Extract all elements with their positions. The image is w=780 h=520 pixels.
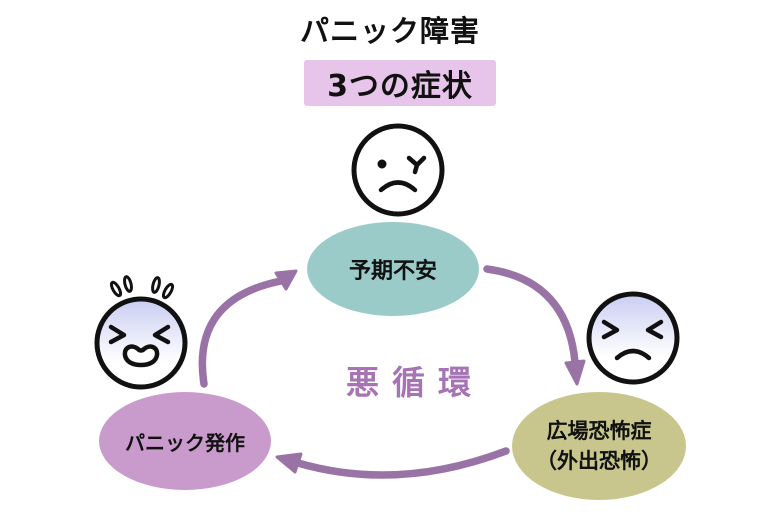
node-agoraphobia: 広場恐怖症 （外出恐怖） [512,392,686,500]
arrow-anticipatory-anxiety-to-agoraphobia [483,265,586,386]
node-agoraphobia-label: 広場恐怖症 [546,418,652,443]
squeezed-eyes-sad-face-icon [586,291,680,385]
panicked-sweat-face-icon [94,275,188,390]
vicious-cycle-label: 悪循環 [346,363,484,402]
node-agoraphobia-sublabel: （外出恐怖） [536,449,662,473]
node-anticipatory-anxiety: 予期不安 [307,222,479,316]
worried-wink-face-icon [351,123,445,217]
subtitle-badge: 3つの症状 [304,60,496,106]
arrow-agoraphobia-to-panic-attack [275,447,510,479]
page-title: パニック障害 [299,14,480,48]
subtitle-label: 3つの症状 [327,69,473,104]
node-panic-attack-label: パニック発作 [125,430,245,455]
node-panic-attack: パニック発作 [99,392,271,490]
arrow-panic-attack-to-anticipatory-anxiety [198,269,298,388]
node-anticipatory-anxiety-label: 予期不安 [348,259,437,284]
